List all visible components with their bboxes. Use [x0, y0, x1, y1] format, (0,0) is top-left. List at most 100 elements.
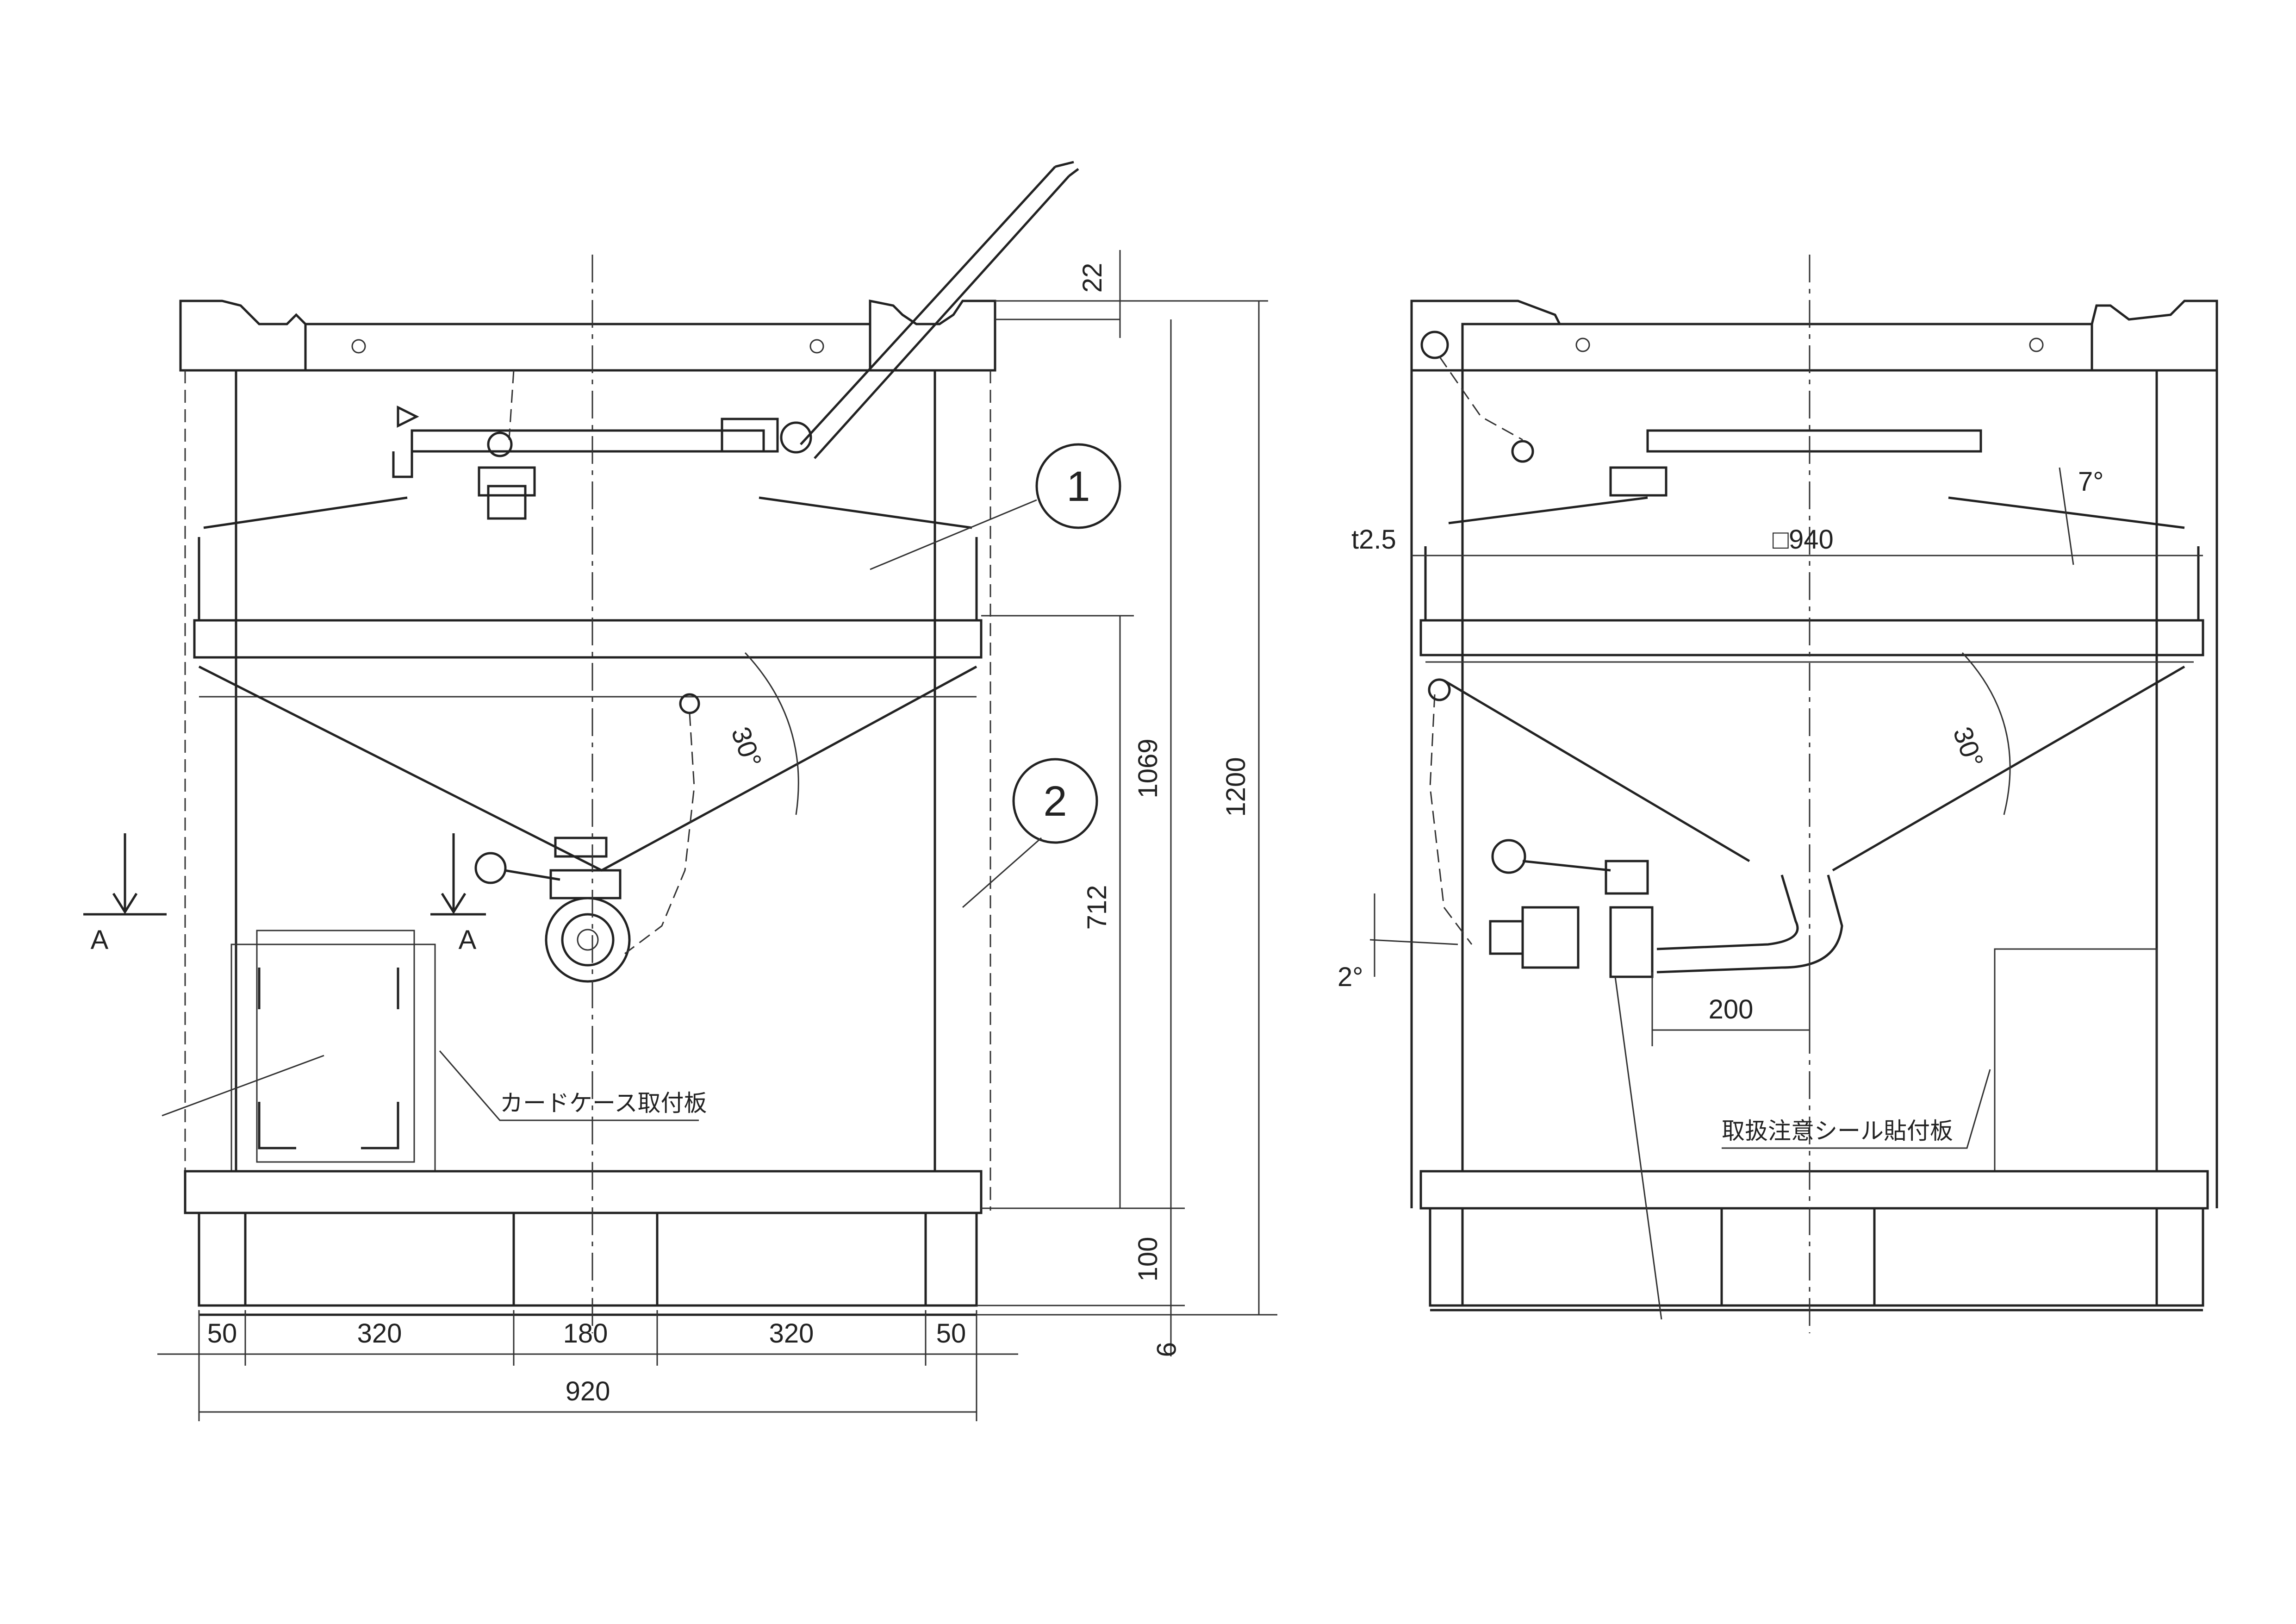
dim-bottom-320-left: 320 [357, 1318, 402, 1349]
side-base-beam [1419, 1170, 2209, 1210]
front-pallet-legs [244, 1213, 927, 1305]
side-lid [1646, 429, 1982, 453]
front-top-beam [304, 323, 871, 372]
side-angle-arc [1961, 652, 2011, 815]
front-tank-upper [198, 496, 978, 620]
balloon-part2-text: 2 [1043, 778, 1067, 825]
section-arrow-right [430, 833, 486, 916]
dim-bottom-50-right: 50 [936, 1318, 966, 1349]
side-tank-cone [1443, 665, 2185, 872]
dim-side-2deg: 2° [1338, 962, 1363, 992]
side-top-right-block [2091, 300, 2218, 372]
dim-vertical-22: 22 [1077, 263, 1108, 293]
front-valve-handle [554, 837, 608, 858]
side-tank-upper [1424, 496, 2200, 620]
card-case-corners [258, 968, 399, 1149]
side-bolt-right [2029, 337, 2044, 352]
dim-bottom-320-right: 320 [769, 1318, 814, 1349]
side-pallet [1429, 1207, 2204, 1307]
bottom-dimensions: 50 320 180 320 50 920 [157, 1310, 1018, 1421]
side-outlet-dim-lines [1651, 954, 1811, 1046]
card-case-arrow [162, 1055, 324, 1117]
front-chain [624, 712, 695, 955]
side-angle-7-leader [2059, 467, 2074, 565]
front-hinge [721, 418, 779, 453]
card-case-label: カードケース取付板 [500, 1090, 707, 1117]
dim-vertical-9: 9 [1151, 1342, 1181, 1357]
side-coupler [1521, 906, 1580, 969]
dim-side-t25: t2.5 [1351, 525, 1396, 555]
front-outlet-outer [545, 897, 631, 983]
card-case-frame [256, 930, 415, 1163]
side-bolt-left [1575, 337, 1590, 352]
dim-side-200: 200 [1709, 994, 1754, 1024]
side-chain-ring-3 [1428, 678, 1451, 701]
side-chain-top [1438, 356, 1523, 441]
side-valve-top [1605, 860, 1649, 895]
front-bolt-right [809, 339, 824, 354]
front-chain-ring-2 [679, 693, 700, 714]
dim-bottom-920: 920 [566, 1376, 610, 1406]
side-chain-ring [1420, 331, 1449, 359]
balloon-part1-leader [870, 499, 1037, 570]
dim-bottom-180: 180 [563, 1318, 608, 1349]
caution-seal-plate [1994, 948, 2158, 1172]
front-cap-body [487, 485, 527, 520]
dim-side-30deg: 30° [1947, 723, 1989, 772]
front-valve-knob [474, 852, 507, 884]
card-case-leader [439, 1050, 699, 1121]
side-outlet-pipe [1656, 874, 1843, 974]
section-mark-left: A [91, 925, 109, 955]
front-view [83, 161, 1079, 1333]
front-lever-pivot [780, 421, 812, 454]
dim-side-7deg: 7° [2078, 467, 2103, 497]
caution-seal-label: 取扱注意シール貼付板 [1722, 1118, 1953, 1144]
front-outlet-core [577, 929, 599, 951]
balloon-part2: 2 [1012, 758, 1098, 844]
side-chain [1429, 694, 1473, 945]
side-valve-body [1609, 906, 1654, 978]
front-base-beam [184, 1170, 983, 1214]
balloon-part1-text: 1 [1066, 463, 1090, 510]
front-bolt-left [351, 339, 366, 354]
side-valve-knob [1491, 839, 1526, 874]
balloon-part1: 1 [1035, 443, 1121, 529]
card-case-plate [230, 943, 436, 1172]
dim-vertical-1200: 1200 [1221, 757, 1251, 817]
side-view [1410, 255, 2218, 1333]
front-angle-30: 30° [725, 723, 767, 772]
balloon-part2-leader [962, 837, 1042, 908]
side-pallet-legs [1461, 1208, 2158, 1305]
vertical-dimensions: 22 1069 1200 712 100 9 [977, 250, 1277, 1357]
front-valve-body [549, 869, 622, 899]
front-chain-ring [487, 431, 513, 457]
front-lid-bracket-left [392, 405, 419, 478]
dim-vertical-712: 712 [1082, 885, 1112, 930]
side-valve-lever [1522, 860, 1611, 872]
front-pallet [198, 1212, 978, 1307]
side-pipe-leader [1614, 976, 1662, 1320]
front-cap [478, 466, 536, 497]
dim-vertical-1069: 1069 [1133, 738, 1163, 798]
side-cap [1609, 466, 1668, 497]
side-dimensions: t2.5 □940 7° 30° 2° 200 取扱注意シール貼付板 [1338, 467, 2203, 1320]
side-coupler-cap [1489, 920, 1524, 955]
side-top-beam [1461, 323, 2093, 372]
front-lid [411, 429, 765, 453]
dim-bottom-50-left: 50 [207, 1318, 237, 1349]
side-chain-ring-2 [1511, 440, 1534, 463]
section-arrow-left [83, 833, 167, 916]
caution-seal-leader [1722, 1069, 1991, 1149]
front-tank-band [193, 619, 983, 659]
front-lever-arm [800, 161, 1079, 459]
side-angle-2-leader [1369, 893, 1458, 977]
dim-vertical-100: 100 [1133, 1237, 1163, 1282]
front-top-right-block [869, 299, 996, 372]
side-tank-band [1419, 619, 2204, 656]
front-outlet-inner [561, 913, 615, 967]
front-chain-top [508, 370, 515, 440]
side-top-left-block [1410, 300, 1562, 372]
front-top-left-block [179, 300, 307, 372]
section-mark-right: A [459, 925, 477, 955]
